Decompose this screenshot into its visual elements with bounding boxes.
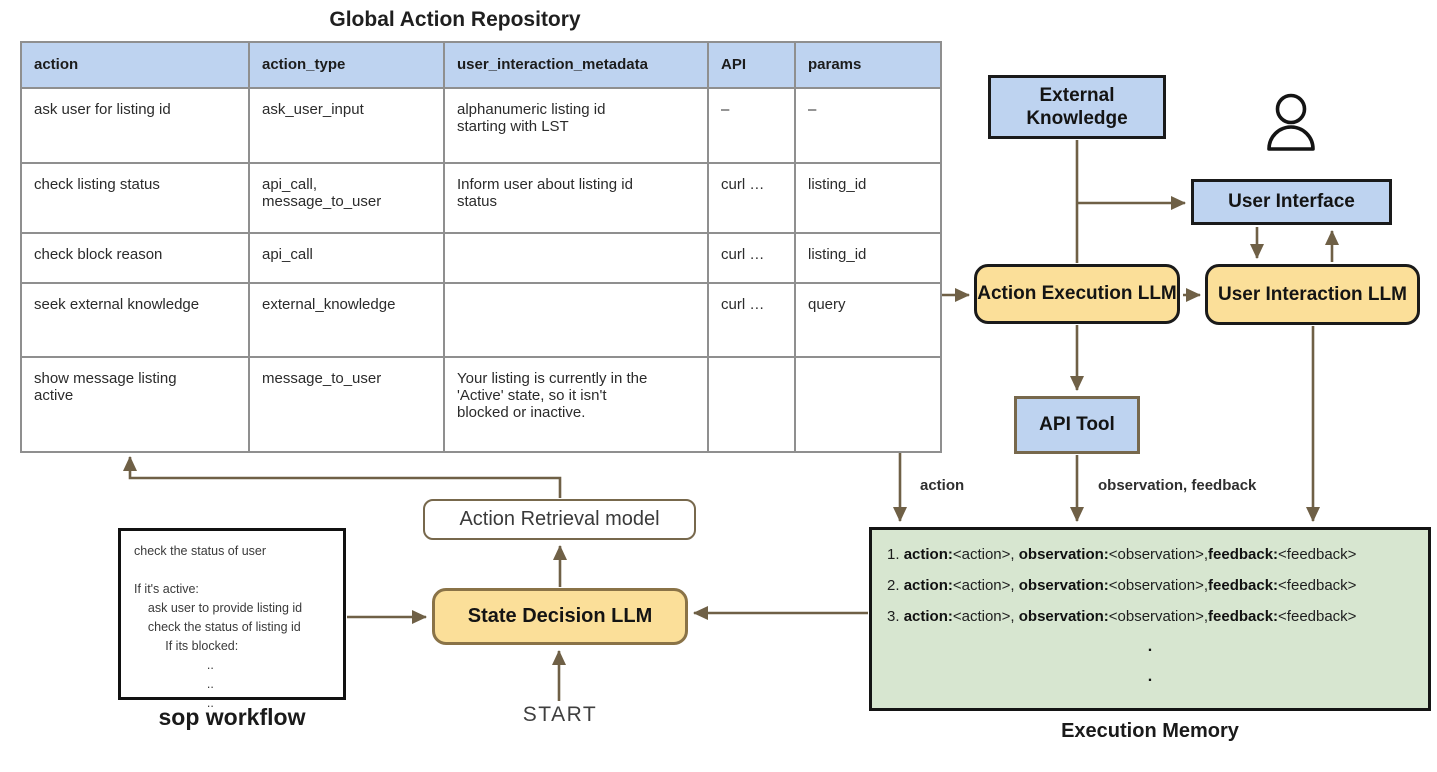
table-cell: – — [707, 87, 796, 164]
table-cell — [443, 232, 709, 284]
table-cell: check listing status — [20, 162, 250, 234]
table-cell: curl … — [707, 162, 796, 234]
table-cell: curl … — [707, 232, 796, 284]
table-cell: api_call — [248, 232, 445, 284]
state-decision-llm-node: State Decision LLM — [432, 588, 688, 645]
memory-line: 1. action:<action>, observation:<observa… — [887, 546, 1357, 563]
column-header: API — [707, 41, 796, 89]
sop-workflow-box: check the status of user If it's active:… — [118, 528, 346, 710]
column-header: action_type — [248, 41, 445, 89]
table-cell: seek external knowledge — [20, 282, 250, 358]
sop-workflow-label: sop workflow — [158, 704, 306, 730]
table-cell: message_to_user — [248, 356, 445, 453]
table-cell: listing_id — [794, 232, 942, 284]
execution-memory-box: 1. action:<action>, observation:<observa… — [869, 527, 1431, 711]
arrow-retrieval-to-table — [123, 456, 562, 498]
user-interaction-llm-node: User Interaction LLM — [1205, 264, 1420, 325]
table-cell: listing_id — [794, 162, 942, 234]
table-cell: api_call, message_to_user — [248, 162, 445, 234]
observation-feedback-edge-label: observation, feedback — [1098, 477, 1257, 494]
user-interface-node: User Interface — [1191, 179, 1392, 225]
table-cell: curl … — [707, 282, 796, 358]
memory-line: 3. action:<action>, observation:<observa… — [887, 608, 1357, 625]
page-title: Global Action Repository — [329, 8, 581, 31]
memory-ellipsis-dot: . — [1147, 638, 1153, 655]
start-label: START — [522, 703, 598, 726]
memory-lines: 1. action:<action>, observation:<observa… — [872, 539, 1428, 692]
table-cell: ask_user_input — [248, 87, 445, 164]
column-header: params — [794, 41, 942, 89]
table-cell: show message listing active — [20, 356, 250, 453]
table-cell: Inform user about listing id status — [443, 162, 709, 234]
table-cell: external_knowledge — [248, 282, 445, 358]
api-tool-node: API Tool — [1014, 396, 1140, 454]
action-execution-llm-node: Action Execution LLM — [974, 264, 1180, 324]
action-edge-label: action — [920, 477, 965, 494]
external-knowledge-node: External Knowledge — [988, 75, 1166, 139]
table-cell — [443, 282, 709, 358]
table-cell: ask user for listing id — [20, 87, 250, 164]
table-cell: check block reason — [20, 232, 250, 284]
memory-ellipsis-dot: . — [1147, 668, 1153, 685]
user-icon — [1267, 93, 1315, 151]
sop-text: check the status of user If it's active:… — [134, 544, 303, 710]
action-retrieval-model-node: Action Retrieval model — [423, 499, 696, 540]
table-cell — [707, 356, 796, 453]
memory-line: 2. action:<action>, observation:<observa… — [887, 577, 1357, 594]
table-cell: Your listing is currently in the 'Active… — [443, 356, 709, 453]
execution-memory-label: Execution Memory — [1061, 720, 1239, 742]
column-header: user_interaction_metadata — [443, 41, 709, 89]
table-cell — [794, 356, 942, 453]
table-cell: – — [794, 87, 942, 164]
table-cell: alphanumeric listing id starting with LS… — [443, 87, 709, 164]
column-header: action — [20, 41, 250, 89]
table-cell: query — [794, 282, 942, 358]
